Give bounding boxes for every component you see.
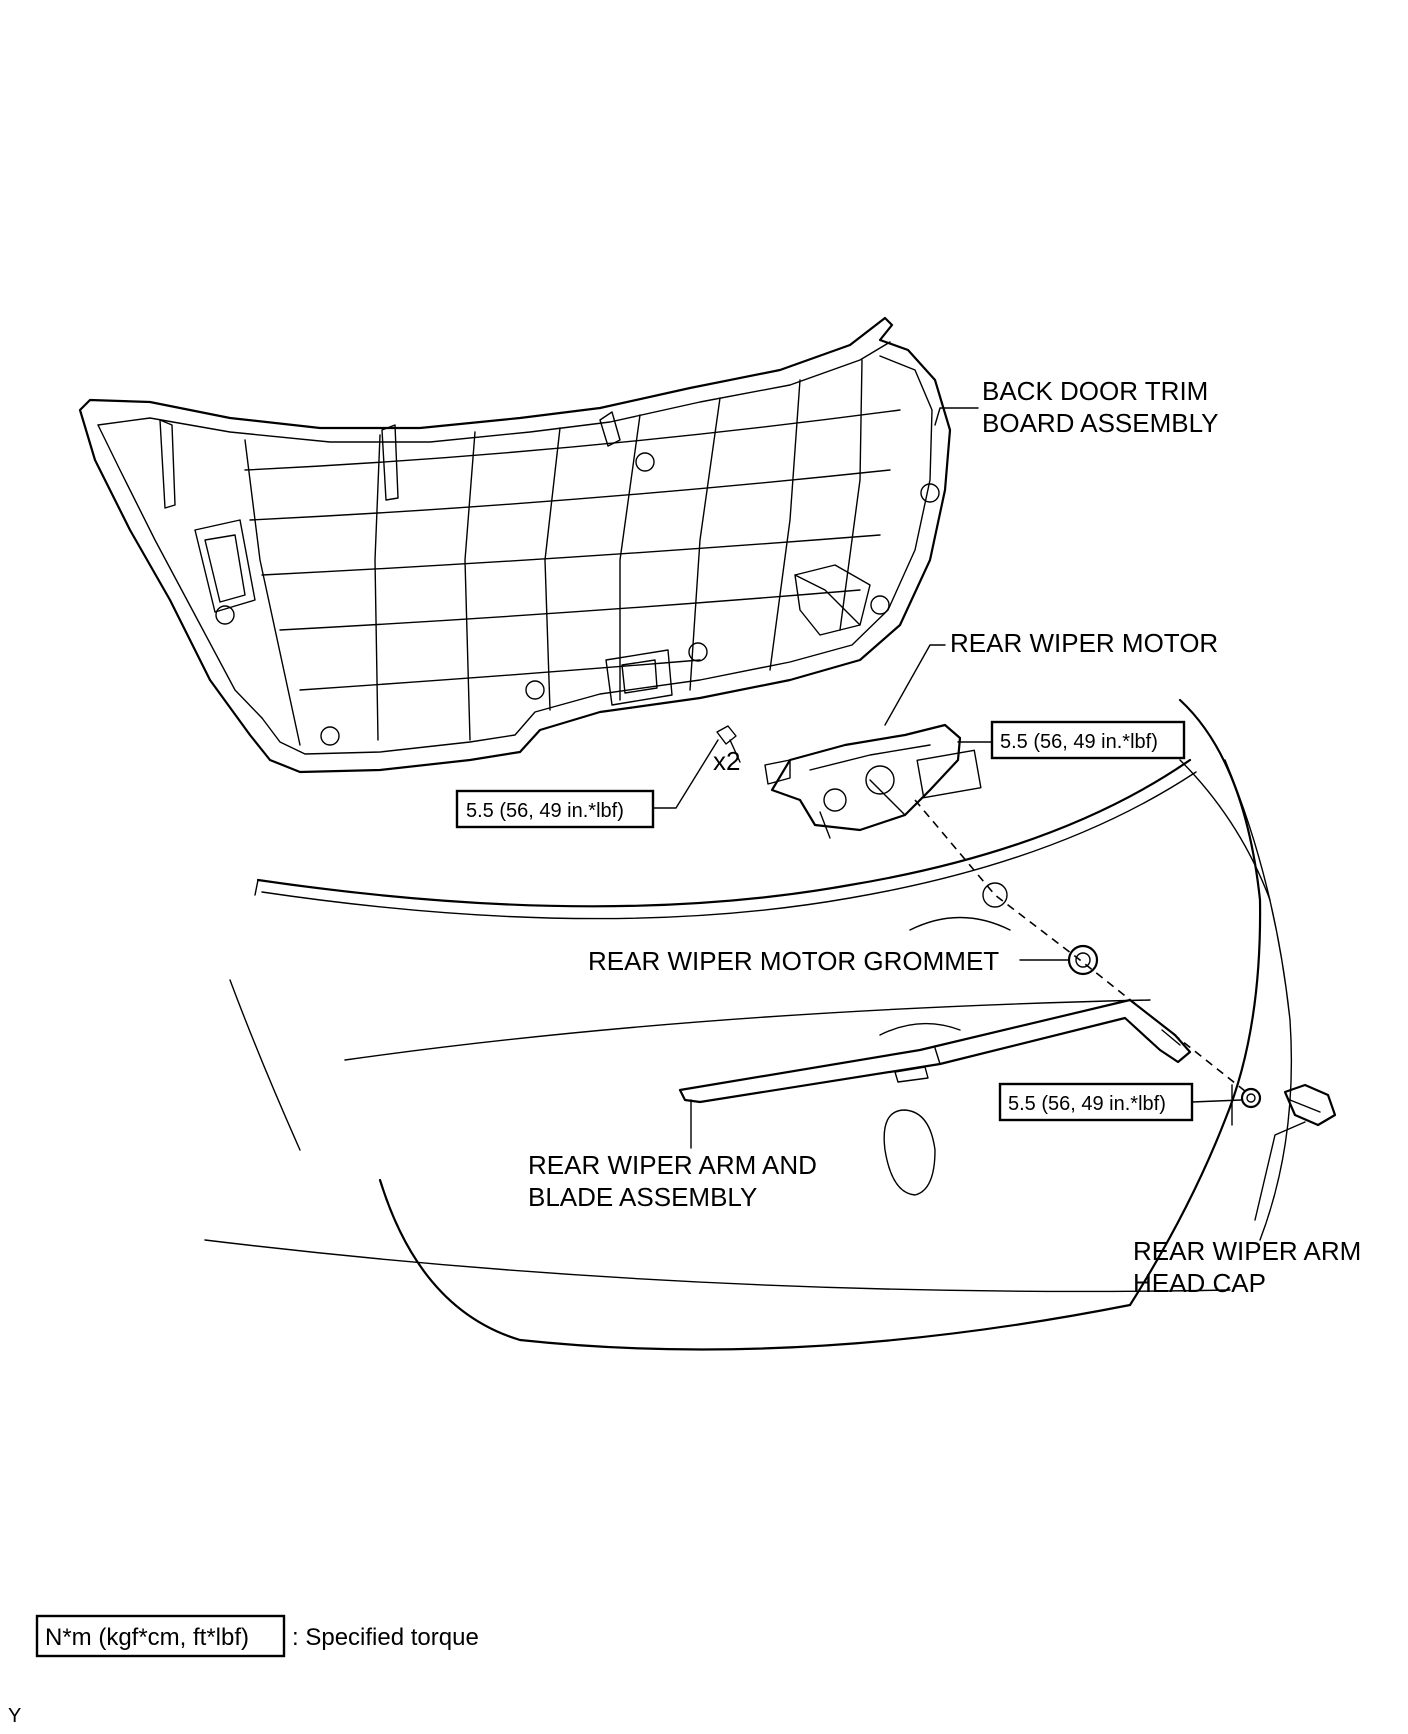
- rear-wiper-motor-drawing: [764, 723, 982, 839]
- back-door-trim-board-drawing: [78, 316, 952, 774]
- motor-bolt-drawing: [716, 725, 741, 763]
- label-rear-wiper-motor-grommet: REAR WIPER MOTOR GROMMET: [588, 946, 999, 976]
- footer-code: Y: [8, 1705, 21, 1727]
- legend-specified-torque: : Specified torque: [292, 1624, 479, 1651]
- wiper-arm-nut-drawing: [1240, 1087, 1262, 1109]
- leader-head-cap: [1254, 1121, 1306, 1221]
- torque-value-arm-nut: 5.5 (56, 49 in.*lbf): [1008, 1093, 1166, 1115]
- back-door-body-outline: [204, 698, 1293, 1351]
- leader-rear-wiper-motor: [884, 644, 946, 726]
- label-head-cap-line1: REAR WIPER ARM: [1133, 1236, 1361, 1266]
- rear-wiper-arm-and-blade-drawing: [678, 998, 1192, 1104]
- torque-value-motor-nut: 5.5 (56, 49 in.*lbf): [1000, 731, 1158, 753]
- label-head-cap-line2: HEAD CAP: [1133, 1268, 1266, 1298]
- torque-box-arm-nut: 5.5 (56, 49 in.*lbf): [998, 1082, 1194, 1122]
- rear-wiper-motor-grommet-drawing: [1067, 944, 1099, 976]
- torque-value-motor-bolt: 5.5 (56, 49 in.*lbf): [466, 800, 624, 822]
- label-wiper-arm-blade-line1: REAR WIPER ARM AND: [528, 1150, 817, 1180]
- label-back-door-trim-line1: BACK DOOR TRIM: [982, 376, 1208, 406]
- rear-wiper-arm-head-cap-drawing: [1283, 1083, 1337, 1127]
- leader-arm-nut-torque: [1191, 1099, 1242, 1103]
- torque-legend: N*m (kgf*cm, ft*lbf) : Specified torque: [35, 1614, 479, 1658]
- torque-box-motor-nut: 5.5 (56, 49 in.*lbf): [990, 720, 1186, 760]
- torque-box-motor-bolt: 5.5 (56, 49 in.*lbf): [455, 789, 655, 829]
- label-back-door-trim-line2: BOARD ASSEMBLY: [982, 408, 1219, 438]
- leader-motor-bolt-torque: [652, 739, 719, 809]
- label-wiper-arm-blade-line2: BLADE ASSEMBLY: [528, 1182, 757, 1212]
- label-bolt-quantity: x2: [713, 746, 740, 776]
- leader-trim-board: [934, 407, 979, 426]
- label-rear-wiper-motor: REAR WIPER MOTOR: [950, 628, 1218, 658]
- legend-unit-box: N*m (kgf*cm, ft*lbf): [45, 1624, 249, 1651]
